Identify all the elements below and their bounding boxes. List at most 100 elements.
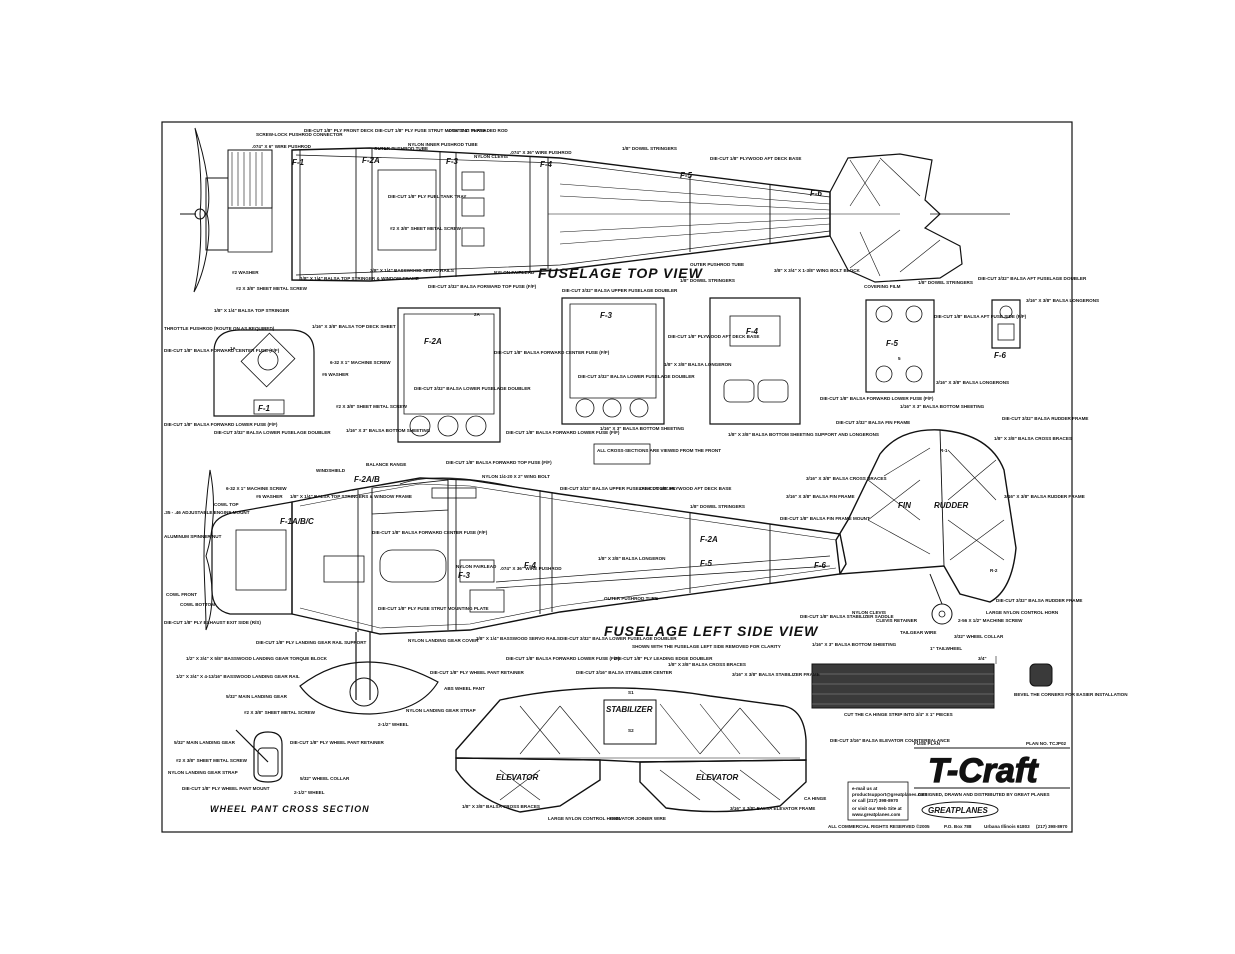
label: BEVEL THE CORNERS FOR EASIER INSTALLATIO… xyxy=(1014,692,1128,697)
label: DIE-CUT 1/8" PLY FUEL TANK TRAY xyxy=(388,194,466,199)
label: COWL BOTTOM xyxy=(180,602,215,607)
label: DIE-CUT 1/8" BALSA FORWARD CENTER FUSE (… xyxy=(164,348,280,353)
label: DIE-CUT 1/8" PLY FRONT DECK xyxy=(304,128,374,133)
contact-line-5: www.greatplanes.com xyxy=(851,812,900,817)
part-f1-top: F-1 xyxy=(292,158,305,167)
label: CA HINGE xyxy=(804,796,826,801)
part-2a: 2A xyxy=(474,312,481,317)
part-f1-section: F-1 xyxy=(258,404,271,413)
part-f5-top: F-5 xyxy=(680,171,693,180)
label: 5/32" MAIN LANDING GEAR xyxy=(174,740,236,745)
label: .35 - .46 ADJUSTABLE ENGINE MOUNT xyxy=(164,510,250,515)
label: OUTER PUSHROD TUBE xyxy=(374,146,428,151)
label: DIE-CUT 1/8" BALSA FORWARD LOWER FUSE (F… xyxy=(820,396,934,401)
label: 3/16" X 3/8" BALSA FIN FRAME xyxy=(786,494,855,499)
label: 1/8" X 3/8" BALSA CROSS BRACES xyxy=(994,436,1072,441)
fuselage-side-view: F-1A/B/C F-2A/B F-3 F-4 F-2A F-5 F-6 FIN… xyxy=(164,416,1089,727)
label: 3/16" X 3/8" BALSA CROSS BRACES xyxy=(806,476,887,481)
copyright: ©2005 xyxy=(916,823,930,829)
title-block: FUSE PLAN PLAN NO. TCJP02 T-Craft DESIGN… xyxy=(828,741,1070,829)
part-f5-side: F-5 xyxy=(700,559,713,568)
label: 3/16" X 3/8" BALSA STABILIZER FRAME xyxy=(732,672,820,677)
label: 1/16" X 3/8" BALSA TOP DECK SHEET xyxy=(312,324,396,329)
part-f3-top: F-3 xyxy=(446,157,459,166)
label: LARGE NYLON CONTROL HORN xyxy=(548,816,621,821)
label: OUTER PUSHROD TUBE xyxy=(690,262,744,267)
label: DIE-CUT 1/8" PLY LEADING EDGE DOUBLER xyxy=(614,656,713,661)
label: 3/16" X 3/8" BALSA ELEVATOR FRAME xyxy=(730,806,815,811)
part-f1abc: F-1A/B/C xyxy=(280,517,314,526)
label: 1/8" DOWEL STRINGERS xyxy=(622,146,677,151)
label: DIE-CUT 3/32" BALSA AFT FUSELAGE DOUBLER xyxy=(978,276,1087,281)
label: DIE-CUT 3/32" BALSA LOWER FUSELAGE DOUBL… xyxy=(214,430,331,435)
label: 1/2" X 3/4" X 5/8" BASSWOOD LANDING GEAR… xyxy=(186,656,328,661)
label: 1/8" X 3/8" BALSA CROSS BRACES xyxy=(668,662,746,667)
label: .074" X 6" WIRE PUSHROD xyxy=(252,144,312,149)
label: DIE-CUT 3/32" BALSA LOWER FUSELAGE DOUBL… xyxy=(560,636,677,641)
label: NYLON LANDING GEAR COVER xyxy=(408,638,479,643)
label: COWL TOP xyxy=(214,502,239,507)
hinge-size: 3/4" xyxy=(978,656,987,661)
part-f2a-side: F-2A xyxy=(700,535,718,544)
part-elevator-right: ELEVATOR xyxy=(696,773,738,782)
part-f4-side: F-4 xyxy=(524,561,537,570)
label: 1/16" X 3" BALSA BOTTOM SHEETING xyxy=(600,426,685,431)
label: DIE-CUT 1/8" PLY FUSE STRUT MOUNTING PLA… xyxy=(375,128,486,133)
phone: (217) 398-8970 xyxy=(1036,824,1068,829)
label: #2 X 3/8" SHEET METAL SCREW xyxy=(244,710,316,715)
label: DIE-CUT 3/32" BALSA LOWER FUSELAGE DOUBL… xyxy=(578,374,695,379)
label: DIE-CUT 1/8" BALSA FORWARD LOWER FUSE (F… xyxy=(506,430,620,435)
label: 3/16" X 3/8" BALSA LONGERONS xyxy=(1026,298,1099,303)
label: NYLON FAIRLEAD xyxy=(456,564,497,569)
label: DIE-CUT 1/8" BALSA FORWARD CENTER FUSE (… xyxy=(494,350,610,355)
cross-section-note: ALL CROSS-SECTIONS ARE VIEWED FROM THE F… xyxy=(597,448,721,453)
label: NYLON CLEVIS xyxy=(474,154,508,159)
label: COWL FRONT xyxy=(166,592,197,597)
label: 3/16" X 3/8" BALSA RUDDER FRAME xyxy=(1004,494,1085,499)
part-f4-section: F-4 xyxy=(746,327,759,336)
label: #2 X 3/8" SHEET METAL SCREW xyxy=(390,226,462,231)
label: SCREW-LOCK PUSHROD CONNECTOR xyxy=(256,132,343,137)
part-f3-section: F-3 xyxy=(600,311,613,320)
label: DIE-CUT 3/16" BALSA ELEVATOR COUNTERBALA… xyxy=(830,738,950,743)
label: DIE-CUT 1/8" BALSA FORWARD LOWER FUSE (F… xyxy=(164,422,278,427)
part-r2: R-2 xyxy=(990,568,998,573)
label: NYLON LANDING GEAR STRAP xyxy=(406,708,476,713)
label: DIE-CUT 1/8" PLYWOOD AFT DECK BASE xyxy=(640,486,731,491)
label: DIE-CUT 1/8" PLY WHEEL PANT RETAINER xyxy=(430,670,524,675)
label: CUT THE CA HINGE STRIP INTO 3/4" X 1" PI… xyxy=(844,712,953,717)
part-5: 5 xyxy=(898,356,901,361)
label: DIE-CUT 1/8" PLY LANDING GEAR RAIL SUPPO… xyxy=(256,640,367,645)
label: OUTER PUSHROD TUBE xyxy=(604,596,658,601)
label: 1/8" X 3/8" BALSA CROSS BRACES xyxy=(462,804,540,809)
label: 1/8" X 1/4" BALSA TOP STRINGER xyxy=(214,308,290,313)
label: 1/8" DOWEL STRINGERS xyxy=(690,504,745,509)
label: 2-1/2" WHEEL xyxy=(378,722,409,727)
label: DIE-CUT 3/32" BALSA RUDDER FRAME xyxy=(1002,416,1089,421)
rights-reserved: ALL COMMERCIAL RIGHTS RESERVED xyxy=(828,824,915,829)
label: DIE-CUT 1/8" BALSA STABILIZER SADDLE xyxy=(800,614,894,619)
label: .074" X 36" WIRE PUSHROD xyxy=(510,150,572,155)
label: DIE-CUT 1/8" PLY WHEEL PANT RETAINER xyxy=(290,740,384,745)
label: DIE-CUT 1/8" PLYWOOD AFT DECK BASE xyxy=(668,334,759,339)
label: DIE-CUT 1/8" PLY WHEEL PANT MOUNT xyxy=(182,786,270,791)
model-name: T-Craft xyxy=(928,752,1039,790)
label: NYLON FAIRLEAD xyxy=(494,270,535,275)
label: #2 WASHER xyxy=(232,270,259,275)
label: 3/8" X 1/4" BASSWOOD SERVO RAILS xyxy=(476,636,560,641)
label: WINDSHIELD xyxy=(316,468,346,473)
part-f2a-section: F-2A xyxy=(424,337,442,346)
label: DIE-CUT 1/8" PLYWOOD AFT DECK BASE xyxy=(710,156,801,161)
label: DIE-CUT 3/16" BALSA STABILIZER CENTER xyxy=(576,670,673,675)
label: 1/2" X 3/4" X 4-13/16" BASSWOOD LANDING … xyxy=(176,674,300,679)
part-s2: S2 xyxy=(628,728,634,733)
label: LARGE NYLON CONTROL HORN xyxy=(986,610,1059,615)
label: ALUMINUM SPINNER NUT xyxy=(164,534,222,539)
label: 5/32" WHEEL COLLAR xyxy=(300,776,350,781)
label: 1/16" X 3" BALSA BOTTOM SHEETING xyxy=(900,404,985,409)
label: BALANCE RANGE xyxy=(366,462,406,467)
label: 3/16" X 3/8" BALSA LONGERONS xyxy=(936,380,1009,385)
label: CLEVIS RETAINER xyxy=(876,618,918,623)
label: DIE-CUT 3/32" BALSA LOWER FUSELAGE DOUBL… xyxy=(414,386,531,391)
